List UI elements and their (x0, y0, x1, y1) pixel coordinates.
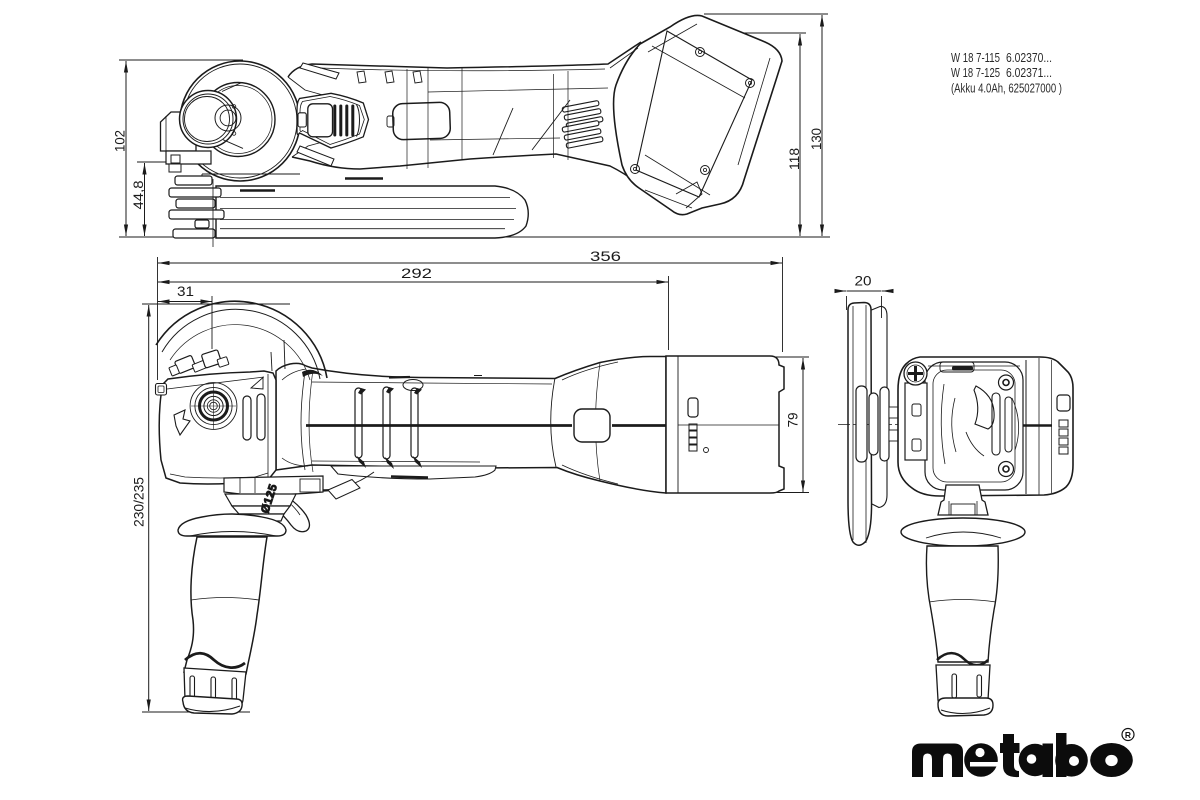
svg-text:230/235: 230/235 (131, 477, 147, 527)
svg-text:130: 130 (808, 128, 824, 150)
svg-text:31: 31 (177, 283, 194, 299)
svg-text:R: R (1125, 730, 1131, 740)
svg-text:W 18 7-125: W 18 7-125 (951, 66, 1000, 80)
svg-text:(Akku 4.0Ah, 625027000 ): (Akku 4.0Ah, 625027000 ) (951, 82, 1062, 96)
svg-text:118: 118 (786, 148, 802, 170)
svg-text:292: 292 (401, 265, 432, 281)
svg-text:6.02370...: 6.02370... (1006, 51, 1052, 65)
svg-text:44,8: 44,8 (130, 180, 146, 209)
svg-text:102: 102 (112, 130, 128, 152)
svg-text:6.02371...: 6.02371... (1006, 66, 1052, 80)
svg-text:356: 356 (590, 248, 621, 264)
svg-text:W 18 7-115: W 18 7-115 (951, 51, 1000, 65)
svg-text:79: 79 (785, 412, 801, 427)
svg-text:20: 20 (855, 273, 872, 289)
